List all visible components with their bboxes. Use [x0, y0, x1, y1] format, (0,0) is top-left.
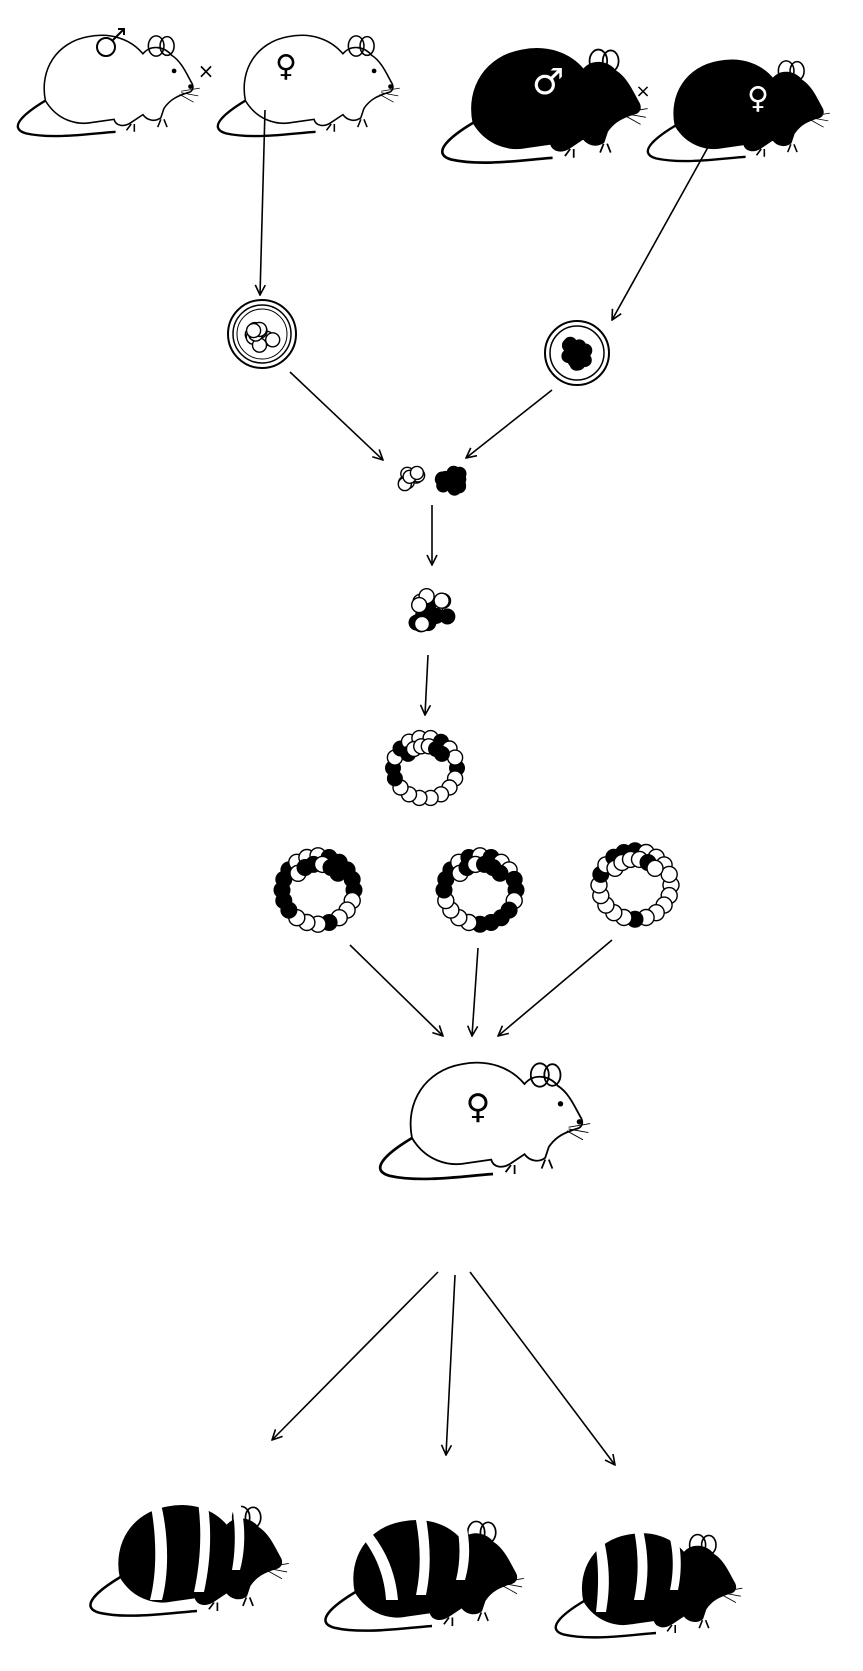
chimeric-blastocyst — [386, 731, 465, 806]
chimeric-blastocyst-middle — [436, 848, 524, 932]
mixed-morula — [409, 589, 455, 632]
black-female-mouse — [648, 60, 830, 161]
black-embryo — [545, 321, 609, 385]
arrow-blastocyst-right-to-mother — [498, 940, 612, 1036]
white-embryo — [228, 300, 296, 368]
arrow-mother-to-offspring-middle — [446, 1275, 455, 1455]
cell — [410, 466, 423, 479]
arrow-blastocyst-left-to-mother — [350, 945, 443, 1036]
white-cross-sign: × — [198, 59, 215, 83]
cell — [415, 616, 430, 631]
cell — [448, 750, 463, 765]
cell — [453, 467, 466, 480]
cell — [440, 609, 455, 624]
black-cross-sign: × — [635, 81, 650, 102]
chimeric-blastocyst-left — [274, 848, 362, 932]
cell — [412, 598, 427, 613]
cell — [266, 333, 280, 347]
arrow-mother-to-offspring-right — [470, 1272, 615, 1465]
black-female-sign: ♀ — [747, 81, 769, 116]
cell — [434, 746, 449, 761]
arrow-black-embryo-to-aggregate — [466, 390, 552, 458]
cell — [647, 860, 663, 876]
white-male-mouse — [18, 35, 200, 136]
white-female-sign: ♀ — [275, 49, 297, 84]
black-male-sign: ♂ — [532, 62, 564, 103]
chimeric-offspring-left — [90, 1479, 288, 1616]
arrow-white-to-embryo — [260, 110, 265, 295]
cell — [330, 865, 346, 881]
arrow-black-to-embryo — [612, 140, 712, 320]
chimeric-offspring-right — [556, 1507, 743, 1637]
arrow-mother-to-offspring-left — [272, 1272, 438, 1440]
cell — [344, 871, 360, 887]
arrow-blastocyst-middle-to-mother — [472, 948, 478, 1036]
white-female-mouse — [218, 35, 400, 136]
cell — [434, 593, 449, 608]
arrow-mixed-to-blastocyst — [425, 655, 428, 715]
arrow-white-embryo-to-aggregate — [290, 372, 383, 460]
foster-mother-sign: ♀ — [466, 1087, 491, 1127]
chimeric-offspring-middle — [325, 1505, 523, 1631]
cell — [435, 473, 448, 486]
cell — [492, 865, 508, 881]
chimeric-blastocyst-right — [591, 843, 679, 927]
aggregated-morulae — [398, 466, 466, 495]
cell — [448, 482, 461, 495]
cell — [577, 348, 590, 361]
cell — [247, 324, 261, 338]
cell — [506, 871, 522, 887]
